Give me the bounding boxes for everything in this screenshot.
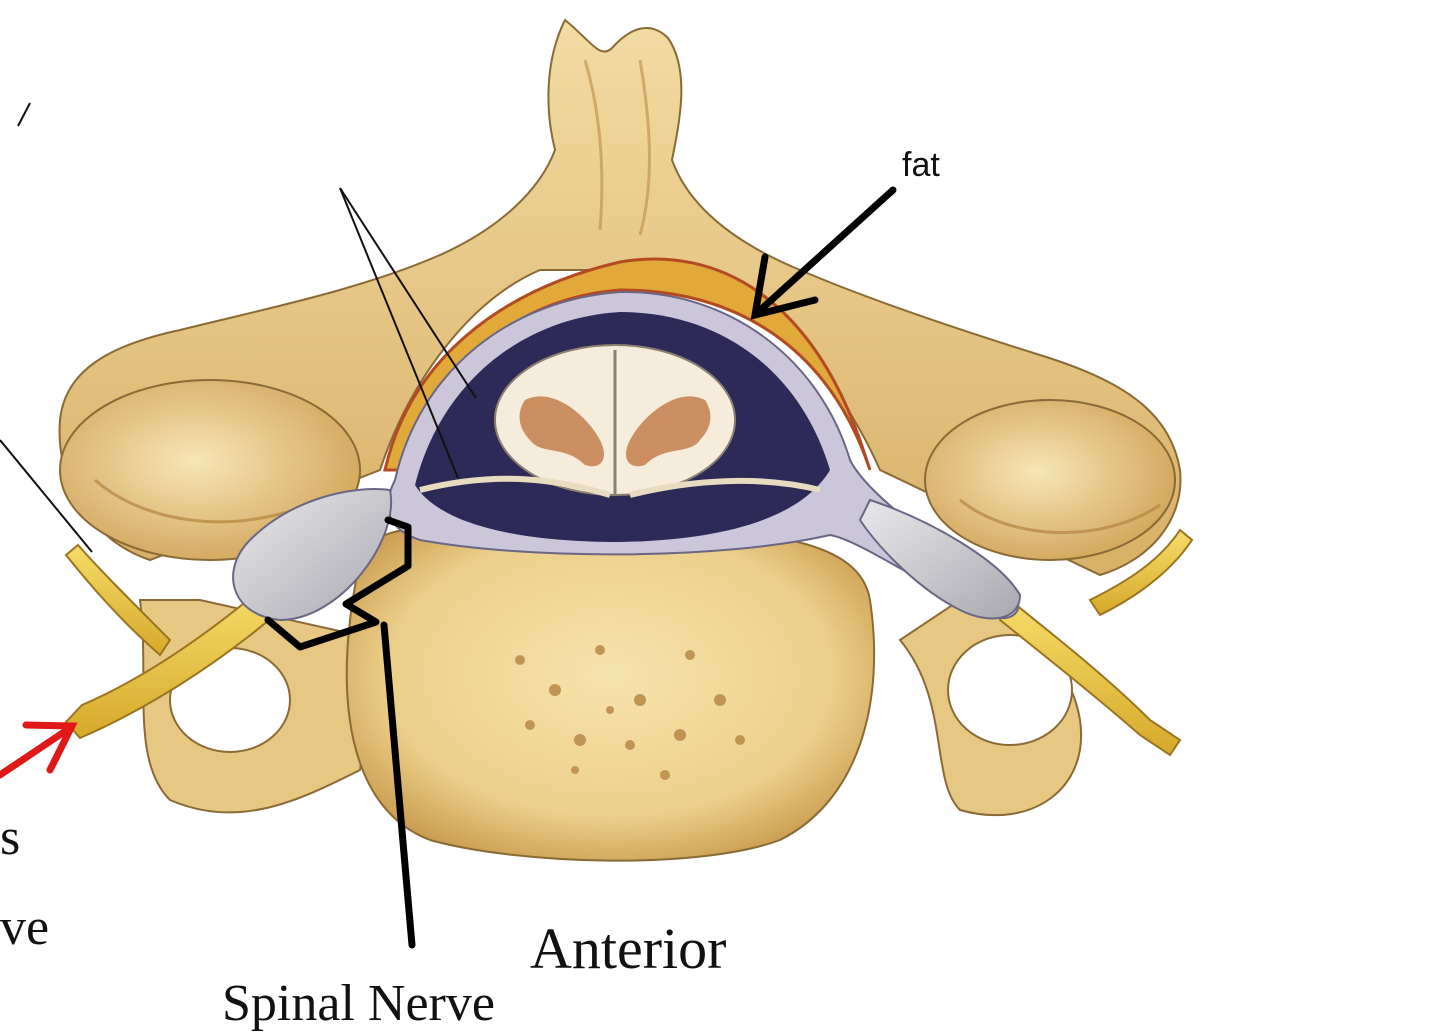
right-nerve-branch xyxy=(1088,528,1194,617)
left-spinal-nerve xyxy=(64,588,277,740)
red-pointer-arrow xyxy=(0,721,78,779)
spinal-cord xyxy=(494,344,736,496)
leader-lines xyxy=(0,102,477,553)
nerve-roots xyxy=(419,475,821,498)
body-foramina xyxy=(515,645,745,780)
vertebral-body xyxy=(345,521,876,862)
right-spinal-nerve xyxy=(998,598,1182,757)
fat-pointer-arrow xyxy=(750,186,897,320)
spinal-nerve-bracket xyxy=(264,516,416,949)
right-articular-facet xyxy=(924,399,1176,561)
dorsal-root-ganglion-left xyxy=(232,488,393,622)
spinal-nerve-label: Spinal Nerve xyxy=(222,975,495,1032)
cropped-label-fragment-ve: ve xyxy=(0,899,50,956)
anterior-label: Anterior xyxy=(530,916,727,981)
cropped-label-fragment-s: s xyxy=(0,809,21,866)
transverse-processes xyxy=(138,598,1083,817)
left-nerve-branch xyxy=(64,543,172,657)
dorsal-root-ganglion-right xyxy=(858,498,1022,620)
fat-label: fat xyxy=(902,146,940,184)
